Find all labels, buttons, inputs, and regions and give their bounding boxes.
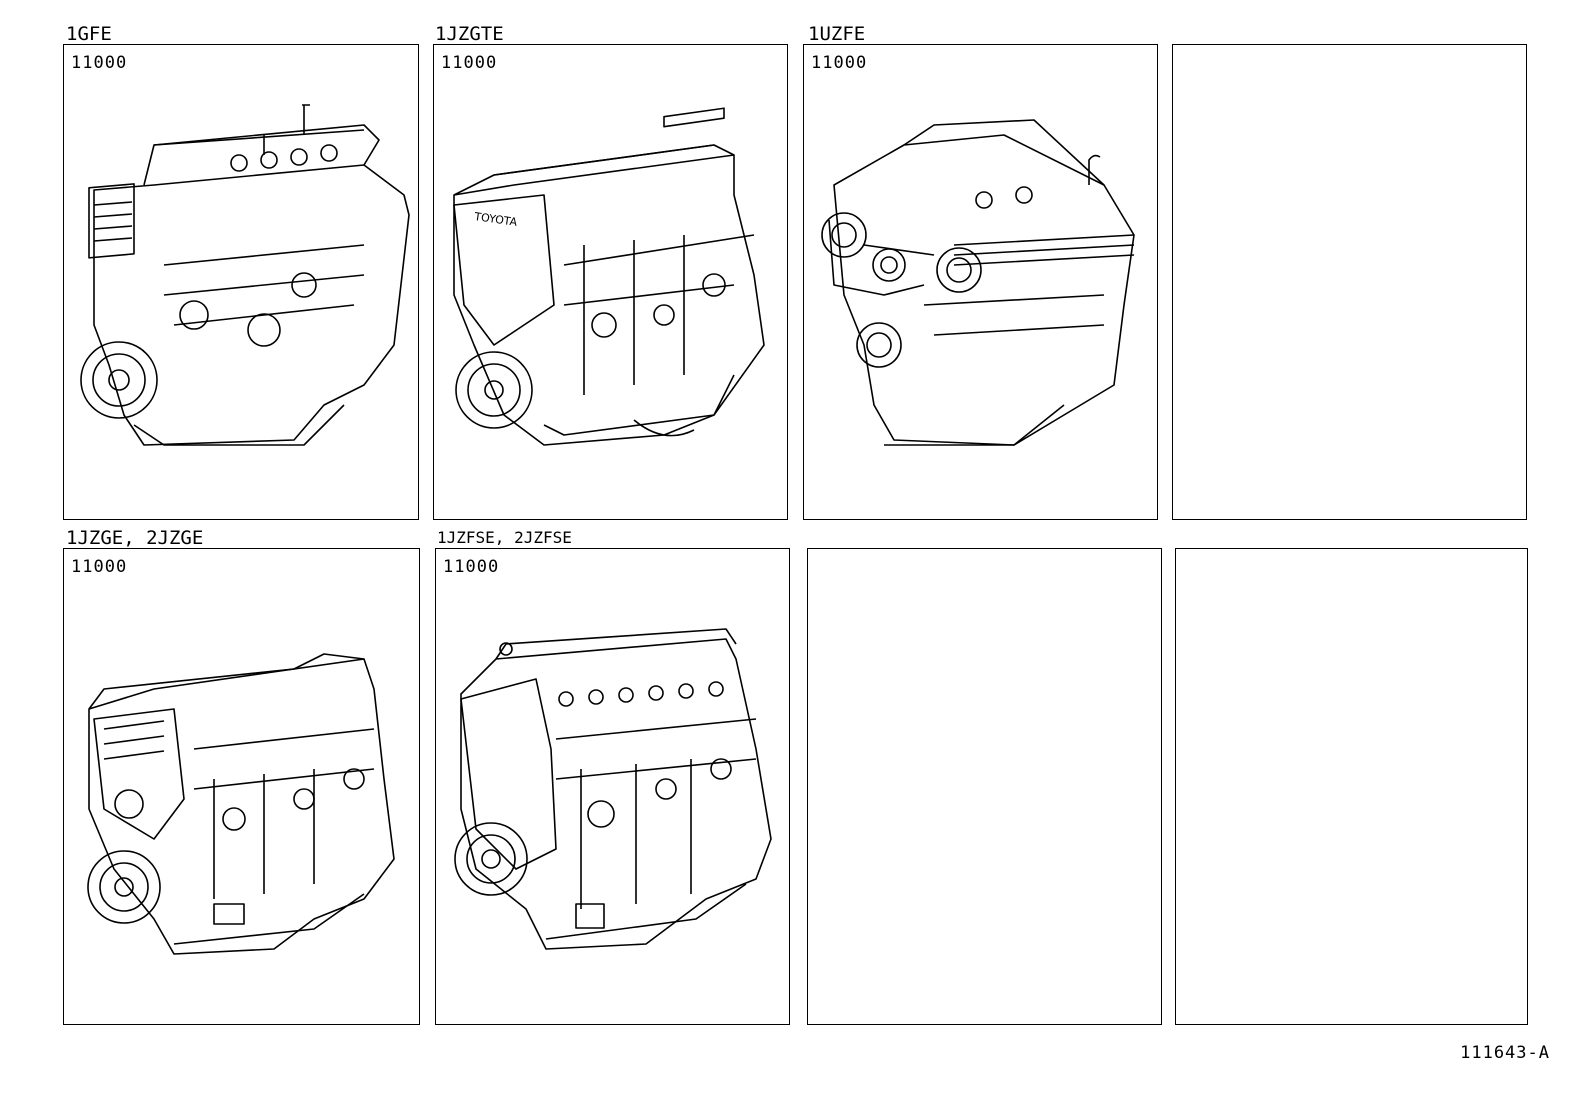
- part-code: 11000: [443, 557, 500, 577]
- engine-1uzfe-icon: [821, 119, 1135, 446]
- engine-1jzgte-icon: TOYOTA: [453, 107, 765, 446]
- part-code: 11000: [811, 53, 868, 73]
- panel-1gfe[interactable]: 11000: [63, 44, 419, 520]
- part-code: 11000: [71, 557, 128, 577]
- panel-header-1jzgte: 1JZGTE: [435, 23, 504, 46]
- panel-empty-row1[interactable]: [1172, 44, 1527, 520]
- part-code: 11000: [441, 53, 498, 73]
- panel-header-1uzfe: 1UZFE: [808, 23, 866, 46]
- panel-empty-row2-a[interactable]: [807, 548, 1162, 1025]
- engine-1jzge-2jzge-icon: [87, 653, 395, 955]
- svg-text:TOYOTA: TOYOTA: [473, 210, 519, 229]
- panel-1jzge-2jzge[interactable]: 11000: [63, 548, 420, 1025]
- panel-1uzfe[interactable]: 11000: [803, 44, 1158, 520]
- panel-header-1jzfse-2jzfse: 1JZFSE, 2JZFSE: [437, 528, 572, 547]
- part-code: 11000: [71, 53, 128, 73]
- panel-header-1gfe: 1GFE: [66, 23, 112, 46]
- engine-1jzfse-2jzfse-icon: [454, 628, 772, 950]
- panel-empty-row2-b[interactable]: [1175, 548, 1528, 1025]
- diagram-reference-number: 111643-A: [1460, 1043, 1550, 1063]
- panel-1jzfse-2jzfse[interactable]: 11000: [435, 548, 790, 1025]
- engine-1gfe-icon: [80, 104, 410, 446]
- panel-1jzgte[interactable]: 11000 TOYOTA: [433, 44, 788, 520]
- panel-header-1jzge-2jzge: 1JZGE, 2JZGE: [66, 527, 204, 550]
